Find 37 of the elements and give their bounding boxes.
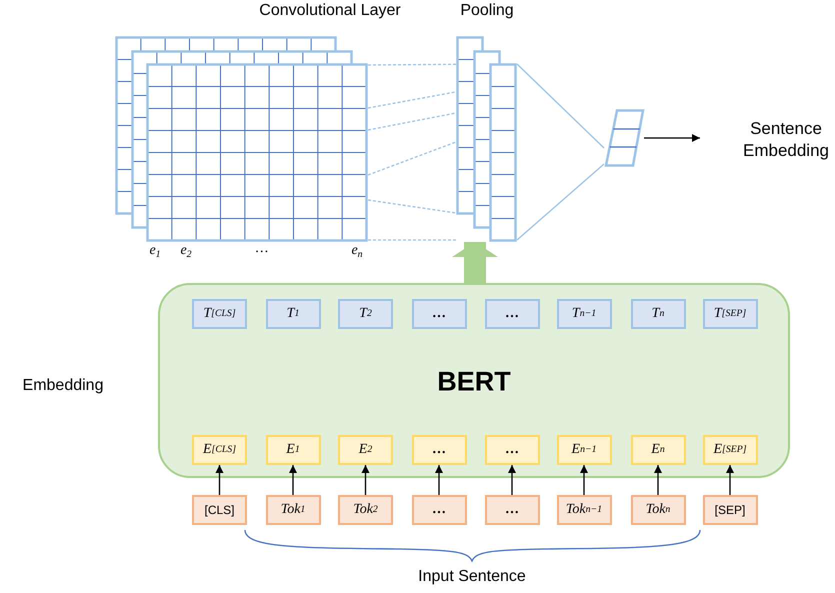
connector-line [368, 141, 456, 176]
column-label: e$_{2}$ [180, 242, 192, 260]
arrow [216, 465, 224, 495]
input-token-box: [SEP] [702, 495, 758, 525]
column-label: e$_{1}$ [149, 242, 161, 260]
column-label: … [256, 240, 268, 258]
arrow [580, 465, 588, 495]
model-name: BERT [437, 366, 511, 398]
arrow [726, 465, 734, 495]
embedding-box: … [484, 435, 540, 465]
connector-line [368, 64, 456, 66]
output-token-box: … [484, 299, 540, 329]
model-box [158, 283, 790, 478]
column-label: e$_{n}$ [351, 242, 363, 260]
output-label: Sentence Embedding [742, 118, 830, 162]
connector-line [516, 64, 604, 148]
arrow [644, 134, 700, 142]
connector-line [368, 91, 456, 109]
group-label: Input Sentence [418, 568, 526, 586]
connector-line [368, 239, 456, 241]
arrow [435, 465, 443, 495]
input-token-box: [CLS] [192, 495, 247, 525]
connector-line [368, 112, 456, 131]
arrow [362, 465, 370, 495]
connector-line [516, 164, 604, 240]
input-token-box: … [412, 495, 466, 525]
side-label: Embedding [22, 376, 104, 396]
connector-line [368, 199, 456, 214]
layer-title: Convolutional Layer [259, 2, 401, 20]
block-arrow [452, 242, 498, 283]
arrow [289, 465, 297, 495]
output-token-box: … [412, 299, 466, 329]
arrow [508, 465, 516, 495]
input-token-box: … [484, 495, 540, 525]
embedding-box: … [412, 435, 466, 465]
layer-title: Pooling [460, 2, 514, 20]
arrow [654, 465, 662, 495]
